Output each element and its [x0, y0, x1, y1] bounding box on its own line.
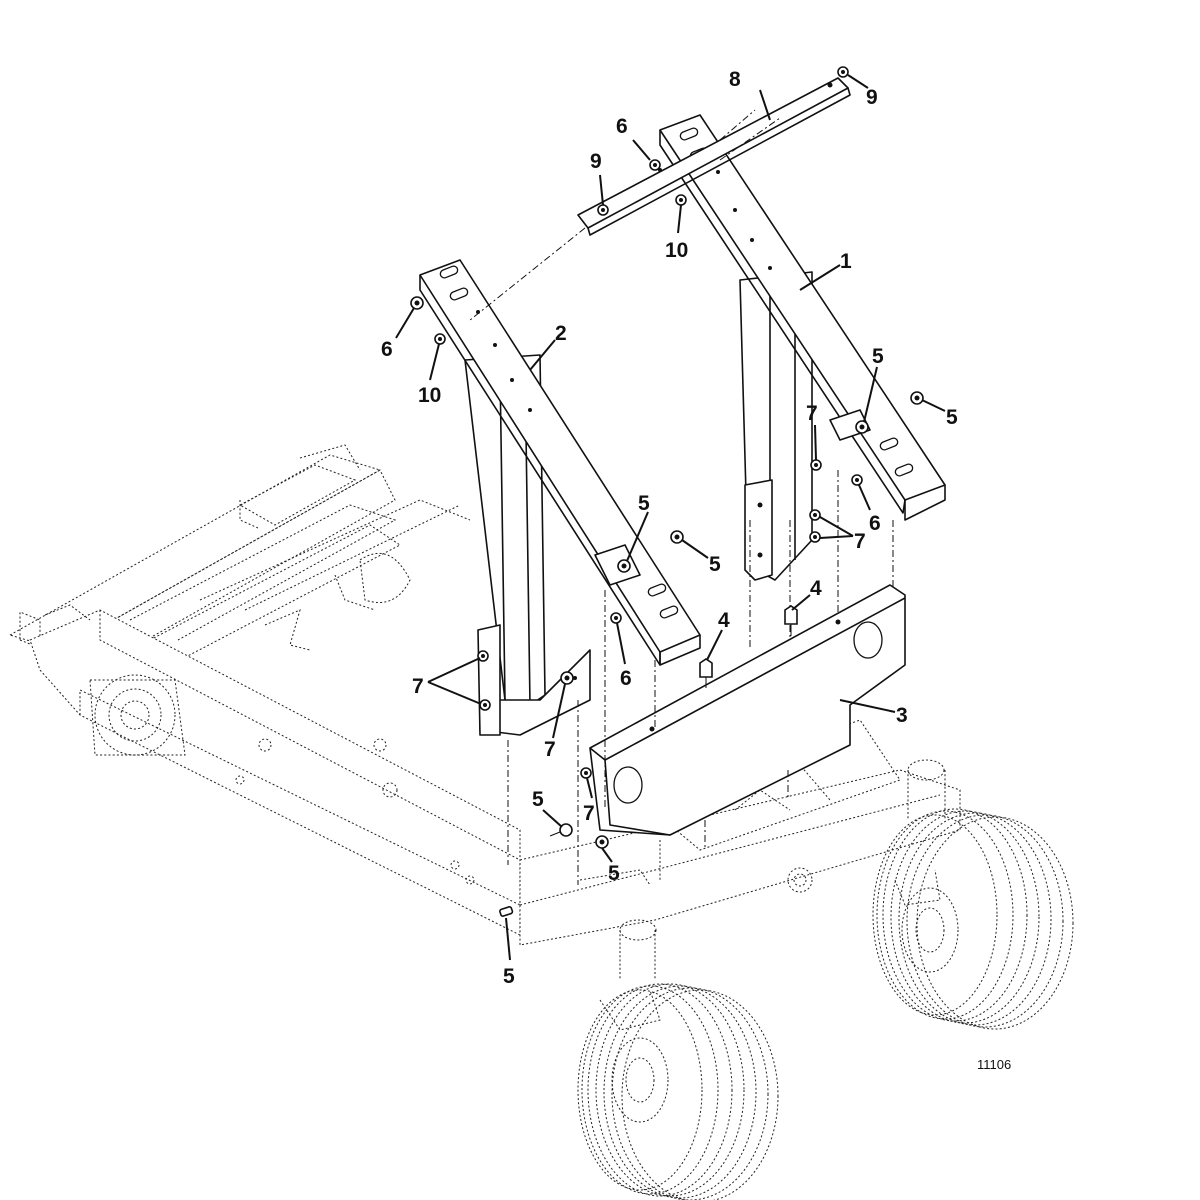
callout-7-lower: 7	[583, 802, 595, 825]
callout-5-right-b: 5	[946, 406, 958, 429]
caster-wheel-front	[872, 759, 1074, 1030]
callout-6-right: 6	[869, 512, 881, 535]
callout-labels: 8 9 6 9 10 1 2 6 10 5 5 7 6 7 5 5 4 4 6 …	[381, 68, 958, 988]
callout-6-left-lower: 6	[620, 667, 632, 690]
callout-6-brace: 6	[616, 115, 628, 138]
callout-10-left-top: 10	[418, 384, 441, 407]
callout-leaders	[395, 74, 946, 961]
bolt-5-right-b	[910, 391, 924, 405]
nut-7-lower	[580, 767, 592, 779]
figure-number: 11106	[977, 1057, 1011, 1072]
bolt-5-right-a	[855, 420, 869, 434]
nut-7-left-c	[560, 671, 574, 685]
callout-5-lower-b: 5	[608, 862, 620, 885]
bolt-5-left-a	[617, 559, 631, 573]
callout-8: 8	[729, 68, 741, 91]
callout-4-right: 4	[810, 577, 822, 600]
callout-9-left: 9	[590, 150, 602, 173]
caster-wheel-rear	[577, 919, 779, 1200]
callout-5-right-a: 5	[872, 345, 884, 368]
nut-6-left-lower	[610, 612, 622, 624]
callout-6-left-top: 6	[381, 338, 393, 361]
nut-6-left-top	[410, 296, 424, 310]
bolt-5-lower-b	[595, 835, 609, 849]
callout-9-right: 9	[866, 86, 878, 109]
callout-3: 3	[896, 704, 908, 727]
nut-6-right	[851, 474, 863, 486]
bolt-4-center	[699, 658, 713, 688]
callout-7-left-c: 7	[544, 738, 556, 761]
nut-7-right-c	[809, 531, 821, 543]
bolt-4-right	[784, 605, 798, 636]
callout-5-lower-a: 5	[532, 788, 544, 811]
bolt-9-left	[597, 204, 609, 216]
nut-7-left-b	[479, 699, 491, 711]
callout-5-left-a: 5	[638, 492, 650, 515]
part-3-cross-plate	[589, 584, 906, 836]
callout-5-lower-c: 5	[503, 965, 515, 988]
callout-7-left-pair: 7	[412, 675, 424, 698]
nut-7-right-b	[809, 509, 821, 521]
callout-7-right-b: 7	[854, 530, 866, 553]
callout-10-brace: 10	[665, 239, 688, 262]
callout-1: 1	[840, 250, 852, 273]
assembly-centerlines	[469, 109, 894, 885]
bolt-9-right	[837, 66, 849, 78]
callout-2: 2	[555, 322, 567, 345]
callout-7-right-a: 7	[806, 402, 818, 425]
bolt-5-lower-a	[549, 823, 573, 837]
bolt-5-lower-c	[499, 906, 514, 917]
fasteners	[410, 66, 924, 917]
bolt-5-left-b	[670, 530, 684, 544]
callout-4-center: 4	[718, 609, 730, 632]
nut-7-right-a	[810, 459, 822, 471]
nut-7-left-a	[477, 650, 489, 662]
part-1-right-upright	[659, 114, 946, 581]
bolt-10-brace	[675, 194, 687, 206]
mower-frame-phantom	[8, 444, 961, 946]
bolt-10-left-top	[434, 333, 446, 345]
callout-5-left-b: 5	[709, 553, 721, 576]
nut-6-brace	[649, 159, 661, 171]
part-8-top-brace	[577, 77, 851, 236]
